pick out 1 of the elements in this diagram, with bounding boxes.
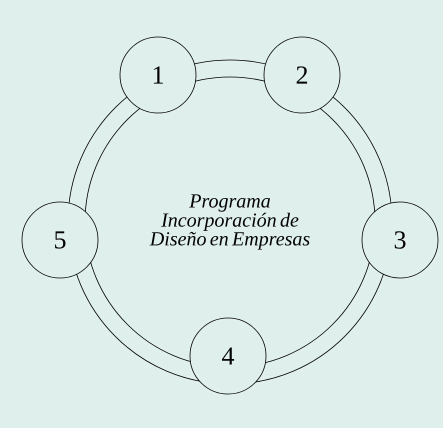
node-label: 3 <box>394 231 406 249</box>
